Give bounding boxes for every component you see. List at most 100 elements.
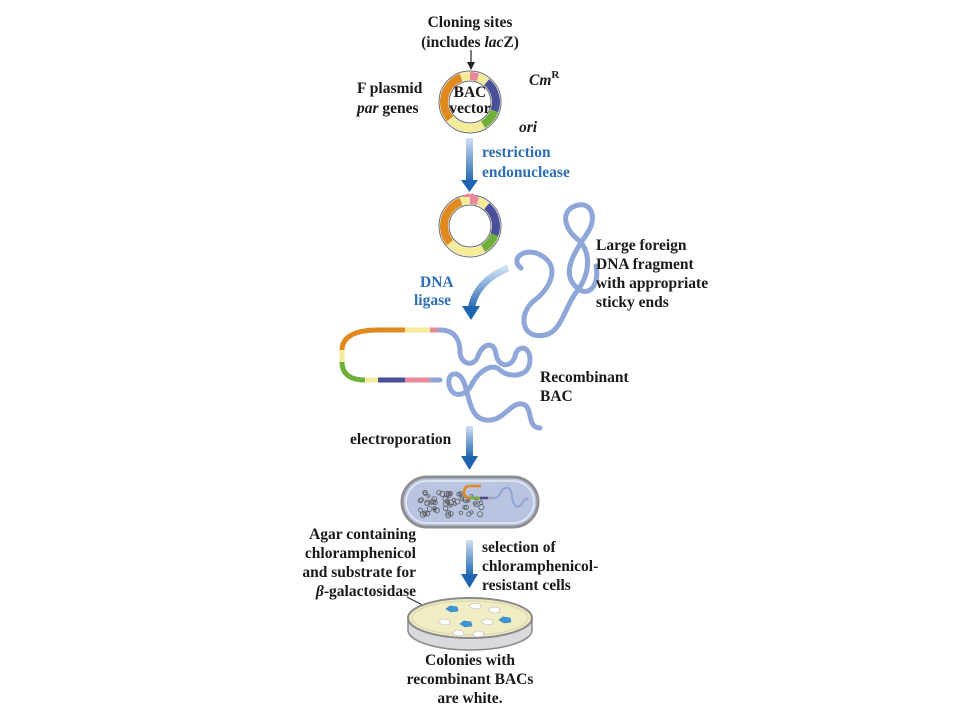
chromosome-loop <box>422 510 428 516</box>
blue-colony <box>498 616 512 624</box>
bacterial-chromosome <box>417 489 485 519</box>
chromosome-loop <box>426 494 431 498</box>
plasmid-segment <box>447 115 485 132</box>
ligase-label: ligase <box>414 292 451 309</box>
restriction-label: restriction <box>482 144 551 161</box>
white-colony <box>480 618 494 626</box>
bac-recombinant-label: BAC <box>540 388 573 405</box>
agar-line3: and substrate for <box>302 564 416 581</box>
endonuclease-label: endonuclease <box>482 164 570 181</box>
plasmid-segment <box>480 233 499 252</box>
bac-vector-plasmid <box>438 70 502 134</box>
plasmid-segment <box>476 73 490 86</box>
chromosome-loop <box>463 504 469 510</box>
bacterial-cell <box>400 475 540 529</box>
petri-dish <box>407 597 533 651</box>
chromosome-loop <box>458 510 463 516</box>
agar-line1: Agar containing <box>309 526 416 543</box>
chromosome-loop <box>466 511 472 517</box>
chromosome-loop <box>426 506 433 512</box>
chromosome-loop <box>436 490 442 496</box>
arrow-electroporation <box>461 426 478 470</box>
chromosome-loop <box>456 491 462 497</box>
sticky-end <box>469 193 478 197</box>
white-colony <box>437 618 451 626</box>
chromosome-loop <box>422 512 427 517</box>
arrow-restriction <box>461 138 478 192</box>
foreign-dna-fragment <box>514 202 600 339</box>
chromosome-loop <box>424 510 431 517</box>
chromosome-loop <box>476 511 483 518</box>
selection-line2: chloramphenicol- <box>482 558 598 575</box>
ori-label: ori <box>519 119 538 136</box>
sticky-end <box>462 193 472 197</box>
chromosome-loop <box>442 501 449 507</box>
plasmid-inner <box>448 80 492 124</box>
blue-colony <box>459 620 473 628</box>
foreign-dna-line4: sticky ends <box>596 294 669 311</box>
recombinant-bac <box>339 327 543 431</box>
dna-label: DNA <box>420 274 454 291</box>
bac-label: BAC <box>454 84 487 101</box>
plasmid-segment <box>476 197 490 210</box>
white-colony <box>487 606 501 614</box>
recombinant-segment <box>339 327 405 351</box>
f-plasmid-label: F plasmid <box>357 80 423 97</box>
arrow-ligase <box>462 264 510 320</box>
chromosome-loop <box>432 500 438 506</box>
chromosome-loop <box>445 510 451 516</box>
chromosome-loop <box>422 489 428 496</box>
plasmid-segment <box>459 196 471 206</box>
selection-line3: resistant cells <box>482 577 571 594</box>
plasmid-segment <box>459 72 471 82</box>
chromosome-loop <box>444 498 450 504</box>
bac-in-cell <box>462 484 492 500</box>
cut-plasmid <box>438 193 502 258</box>
colonies <box>437 602 512 638</box>
blue-colony <box>445 605 459 613</box>
white-colony <box>471 630 485 638</box>
agar-line4: β-galactosidase <box>315 583 416 600</box>
selection-line1: selection of <box>482 539 556 556</box>
vector-label: vector <box>449 100 490 117</box>
plasmid-segment <box>469 72 480 82</box>
foreign-insert <box>429 327 543 431</box>
foreign-dna-line1: Large foreign <box>596 237 687 254</box>
plasmid-segment <box>440 73 463 122</box>
chromosome-loop <box>424 501 430 506</box>
par-genes-label: par genes <box>355 100 419 117</box>
chromosome-loop <box>419 511 427 518</box>
chromosome-loop <box>418 507 423 513</box>
chromosome-loop <box>473 502 479 508</box>
result-line1: Colonies with <box>425 652 515 669</box>
chromosome-loop <box>478 504 485 511</box>
result-line3: are white. <box>437 690 502 707</box>
chromosome-loop <box>445 512 452 519</box>
plasmid-segment <box>483 203 500 237</box>
white-colony <box>468 602 482 610</box>
cloning-sites-label: Cloning sites <box>428 14 513 31</box>
recombinant-label: Recombinant <box>540 369 630 386</box>
electroporation-label: electroporation <box>350 431 452 448</box>
plasmid-segment <box>483 79 500 113</box>
cloning-site-pointer <box>467 50 475 70</box>
chromosome-loop <box>417 497 423 504</box>
chromosome-loop <box>422 491 428 496</box>
cmr-label: CmR <box>529 69 560 89</box>
chromosome-loop <box>448 503 453 508</box>
plasmid-segment <box>480 109 499 128</box>
chromosome-loop <box>431 496 438 503</box>
arrow-selection <box>461 540 478 588</box>
foreign-dna-line3: with appropriate <box>596 275 708 292</box>
chromosome-loop <box>462 505 467 510</box>
chromosome-loop <box>472 501 477 506</box>
chromosome-loop <box>439 490 446 497</box>
chromosome-loop <box>458 491 464 497</box>
includes-lacz-label: (includes lacZ) <box>421 34 519 51</box>
recombinant-segment <box>339 361 366 383</box>
plasmid-segment <box>440 197 463 246</box>
chromosome-loop <box>419 497 424 503</box>
white-colony <box>451 629 465 637</box>
chromosome-loop <box>454 498 461 505</box>
foreign-dna-line2: DNA fragment <box>596 256 695 273</box>
